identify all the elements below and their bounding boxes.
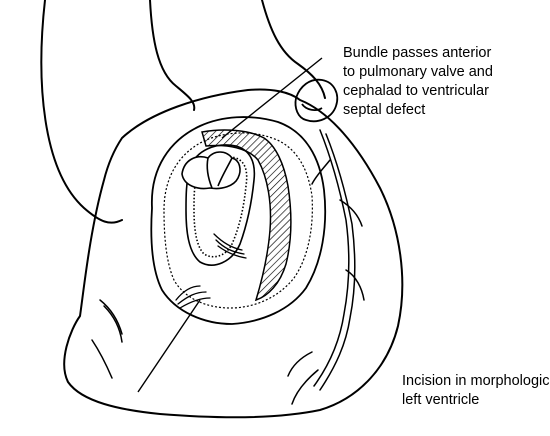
papillary-muscles [176, 234, 246, 308]
leader-lines [138, 58, 322, 392]
incision-annotation: Incision in morphologically left ventric… [402, 372, 550, 410]
bundle-annotation-line-3: cephalad to ventricular [343, 82, 493, 101]
incision-annotation-line-2: left ventricle [402, 391, 550, 410]
pulmonary-valve [182, 152, 240, 189]
coronary-vessels [288, 130, 364, 404]
bundle-annotation-line-1: Bundle passes anterior [343, 44, 493, 63]
bundle-annotation-line-2: to pulmonary valve and [343, 63, 493, 82]
incision-annotation-line-1: Incision in morphologically [402, 372, 550, 391]
bundle-annotation: Bundle passes anterior to pulmonary valv… [343, 44, 493, 120]
bundle-annotation-line-4: septal defect [343, 101, 493, 120]
incision-leader-line [138, 300, 200, 392]
left-vessels [92, 300, 122, 378]
bundle-leader-line [222, 58, 322, 138]
